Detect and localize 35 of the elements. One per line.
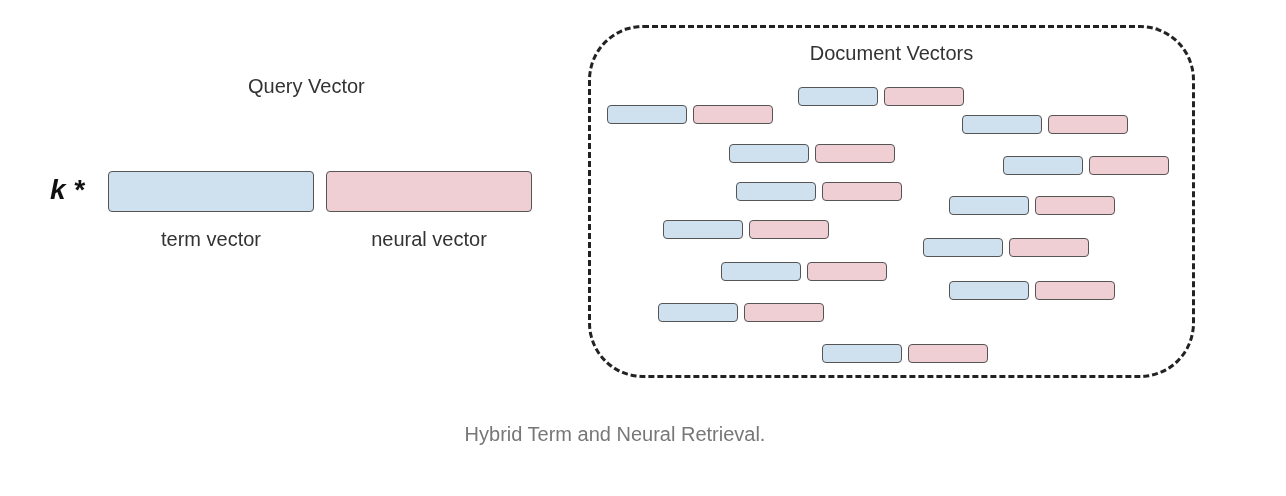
vector-bar — [1048, 115, 1128, 134]
vector-bar — [693, 105, 773, 124]
vector-bar — [807, 262, 887, 281]
math-symbol: k * — [50, 174, 85, 206]
vector-bar — [607, 105, 687, 124]
bar-caption: term vector — [160, 228, 262, 251]
vector-bar — [1009, 238, 1089, 257]
vector-bar — [663, 220, 743, 239]
heading: Query Vector — [248, 75, 365, 98]
vector-bar — [749, 220, 829, 239]
figure-caption: Hybrid Term and Neural Retrieval. — [463, 423, 767, 446]
vector-bar — [1003, 156, 1083, 175]
vector-bar — [744, 303, 824, 322]
dashed-region — [588, 25, 1195, 378]
vector-bar — [1089, 156, 1169, 175]
region-title: Document Vectors — [808, 42, 975, 65]
vector-bar — [949, 196, 1029, 215]
vector-bar — [1035, 281, 1115, 300]
vector-bar — [721, 262, 801, 281]
vector-bar — [1035, 196, 1115, 215]
vector-bar — [658, 303, 738, 322]
vector-bar — [798, 87, 878, 106]
vector-bar — [949, 281, 1029, 300]
bar-caption: neural vector — [370, 228, 488, 251]
vector-bar — [108, 171, 314, 212]
vector-bar — [923, 238, 1003, 257]
vector-bar — [822, 182, 902, 201]
vector-bar — [326, 171, 532, 212]
vector-bar — [815, 144, 895, 163]
vector-bar — [736, 182, 816, 201]
vector-bar — [729, 144, 809, 163]
vector-bar — [884, 87, 964, 106]
vector-bar — [962, 115, 1042, 134]
vector-bar — [908, 344, 988, 363]
vector-bar — [822, 344, 902, 363]
